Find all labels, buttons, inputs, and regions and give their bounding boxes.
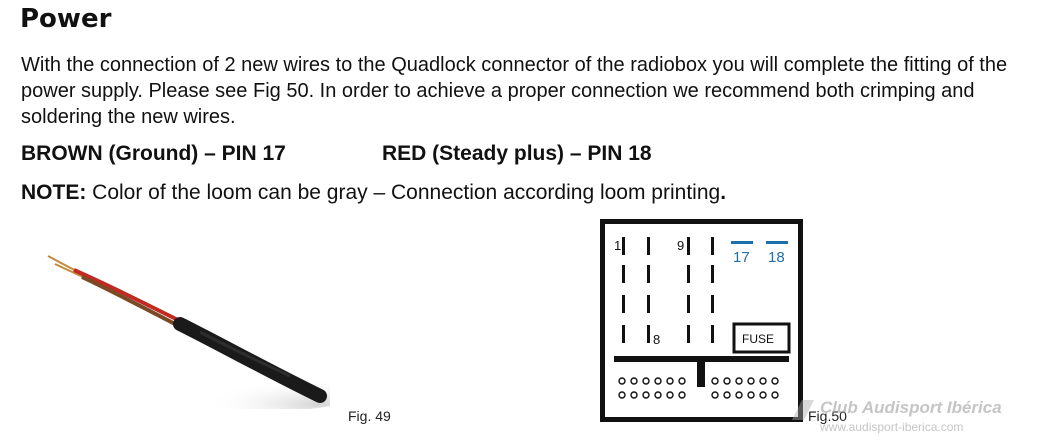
watermark-title: Club Audisport Ibérica <box>820 398 1002 417</box>
intro-paragraph: With the connection of 2 new wires to th… <box>21 54 1008 128</box>
lower-pin-holes <box>618 377 779 399</box>
pin-label-9: 9 <box>677 238 684 253</box>
fuse-label: FUSE <box>742 332 774 346</box>
wire-photo <box>47 255 330 409</box>
red-wire-pin: RED (Steady plus) – PIN 18 <box>382 142 652 165</box>
fig49-caption: Fig. 49 <box>348 408 391 424</box>
section-heading: Power <box>20 4 112 34</box>
pin-17-marker <box>731 241 753 244</box>
pin-label-8: 8 <box>653 332 660 347</box>
brown-wire-pin: BROWN (Ground) – PIN 17 <box>21 142 286 165</box>
note-line: NOTE: Color of the loom can be gray – Co… <box>21 181 726 205</box>
fig50-caption: Fig.50 <box>808 408 847 424</box>
fuse-box <box>732 322 791 354</box>
note-text: Color of the loom can be gray – Connecti… <box>86 181 721 204</box>
note-label: NOTE: <box>21 181 87 204</box>
quadlock-connector-diagram: 1 9 8 17 18 FUSE <box>600 219 803 422</box>
pin-label-17: 17 <box>733 249 750 266</box>
pin-18-marker <box>766 241 788 244</box>
watermark: Club Audisport Ibérica www.audisport-ibe… <box>790 394 1040 441</box>
watermark-url: www.audisport-iberica.com <box>820 420 964 434</box>
note-end: . <box>720 181 727 204</box>
pin-assignment: BROWN (Ground) – PIN 17 RED (Steady plus… <box>21 142 652 166</box>
pin-label-18: 18 <box>768 249 785 266</box>
club-logo-icon <box>792 400 814 420</box>
pin-label-1: 1 <box>614 238 621 253</box>
